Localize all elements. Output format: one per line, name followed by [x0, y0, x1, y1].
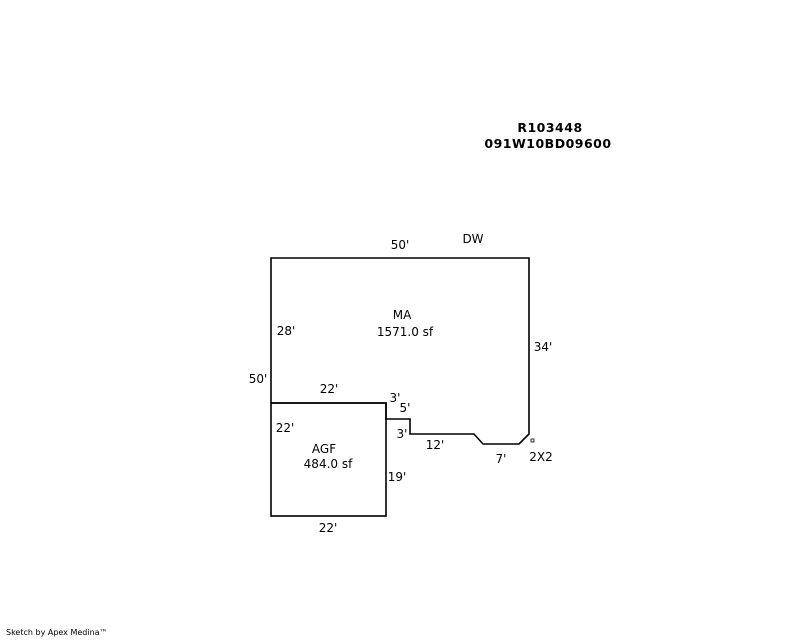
- main-area-outline: [270, 257, 530, 445]
- dim-step-side: 5': [400, 401, 411, 415]
- parcel-id: R103448: [517, 120, 582, 135]
- corner-marker: [530, 438, 535, 443]
- dim-garage-top: 22': [320, 382, 339, 396]
- sketch-credit: Sketch by Apex Medina™: [6, 628, 108, 637]
- dim-right: 34': [534, 340, 553, 354]
- dim-step-mid: 3': [397, 427, 408, 441]
- dim-bottom-short: 7': [496, 452, 507, 466]
- dim-garage-left: 22': [276, 421, 295, 435]
- dim-step-top: 3': [390, 391, 401, 405]
- main-area-code: MA: [393, 308, 412, 322]
- dim-garage-bottom: 22': [319, 521, 338, 535]
- dim-left-outer: 50': [249, 372, 268, 386]
- garage-outline: [270, 402, 387, 517]
- garage-area-size: 484.0 sf: [304, 457, 353, 471]
- dim-top-note: DW: [462, 232, 483, 246]
- dim-left-upper: 28': [277, 324, 296, 338]
- map-number: 091W10BD09600: [484, 136, 611, 151]
- main-area-size: 1571.0 sf: [377, 325, 434, 339]
- garage-area-code: AGF: [312, 442, 336, 456]
- dim-bottom-run: 12': [426, 438, 445, 452]
- dim-corner-note: 2X2: [529, 450, 553, 464]
- dim-top: 50': [391, 238, 410, 252]
- dim-garage-right: 19': [388, 470, 407, 484]
